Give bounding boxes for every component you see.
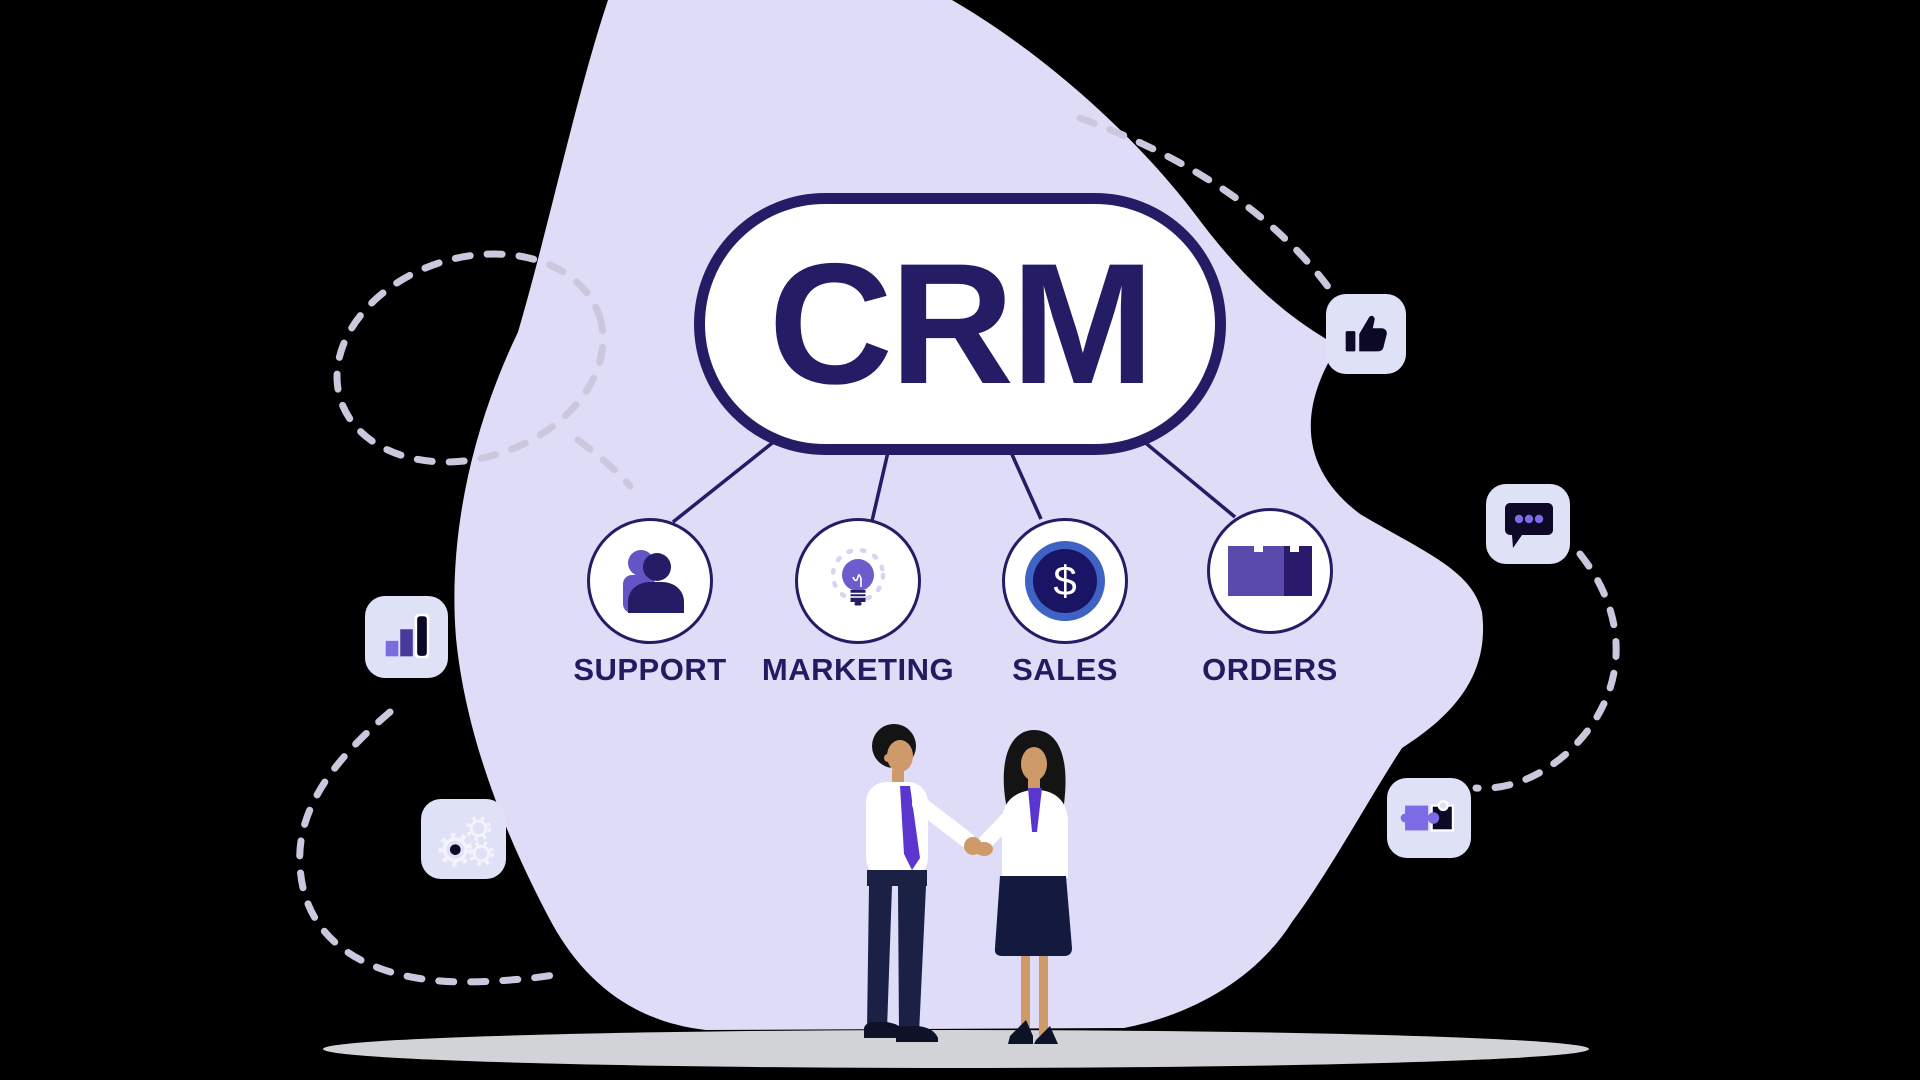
node-support bbox=[587, 518, 713, 644]
chat-tile bbox=[1486, 484, 1570, 564]
dashed-curve-topright bbox=[1076, 114, 1336, 296]
node-orders bbox=[1207, 508, 1333, 634]
dashed-curve-bottomleft bbox=[296, 708, 564, 986]
thumbs-up-tile bbox=[1326, 294, 1406, 374]
node-label-orders: ORDERS bbox=[1202, 652, 1338, 687]
node-label-sales: SALES bbox=[1012, 652, 1118, 687]
businessman bbox=[864, 724, 975, 1042]
thumbs-up-icon bbox=[1345, 315, 1387, 352]
dashed-curve-right bbox=[1472, 550, 1620, 792]
crm-title-pill: CRM bbox=[694, 193, 1226, 455]
crm-title: CRM bbox=[768, 228, 1155, 420]
ground-shadow bbox=[323, 1030, 1589, 1068]
handshake-illustration bbox=[864, 724, 1072, 1044]
node-label-marketing: MARKETING bbox=[761, 652, 955, 687]
businesswoman bbox=[974, 730, 1072, 1044]
node-label-support: SUPPORT bbox=[573, 652, 727, 687]
gears-tile bbox=[421, 799, 506, 879]
node-marketing bbox=[795, 518, 921, 644]
puzzle-tile bbox=[1387, 778, 1471, 858]
bar-chart-tile bbox=[365, 596, 448, 678]
gears-icon bbox=[437, 815, 494, 867]
dollar-sign: $ bbox=[1053, 557, 1077, 604]
coin-face: $ bbox=[1033, 549, 1097, 613]
dashed-curves bbox=[296, 114, 1620, 986]
connector-lines bbox=[671, 438, 1237, 524]
lightbulb-icon bbox=[830, 547, 886, 606]
handshake-hands bbox=[964, 837, 993, 856]
dashed-loop-tail bbox=[574, 436, 634, 490]
dashed-loop bbox=[333, 250, 607, 466]
dollar-coin-icon: $ bbox=[1025, 541, 1105, 621]
people-icon bbox=[623, 550, 684, 613]
chat-bubble-icon bbox=[1505, 503, 1553, 548]
node-sales: $ bbox=[1002, 518, 1128, 644]
box-icon bbox=[1228, 546, 1312, 596]
puzzle-piece-icon bbox=[1400, 800, 1455, 832]
bar-chart-icon bbox=[385, 613, 429, 659]
